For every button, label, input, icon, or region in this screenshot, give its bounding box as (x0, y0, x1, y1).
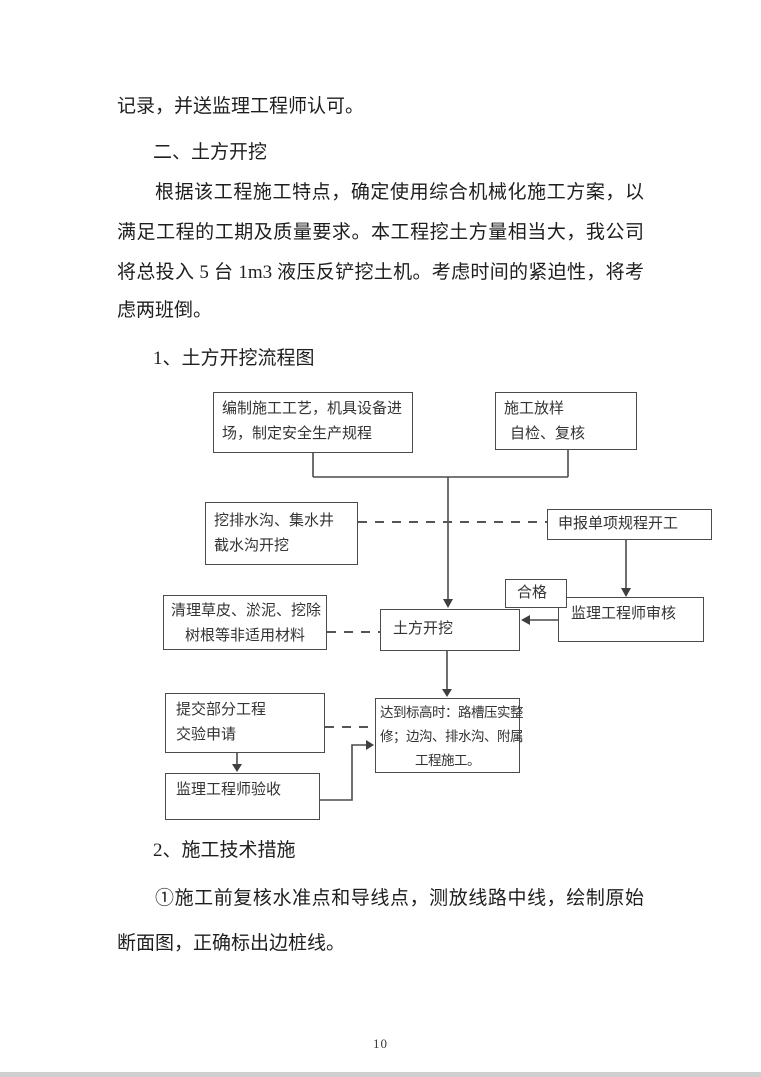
flow-box-elevation-line2: 修；边沟、排水沟、附属 (380, 729, 524, 744)
flow-box-submit-request: 提交部分工程 交验申请 (165, 693, 325, 753)
flow-box-drainage-line1: 挖排水沟、集水井 (214, 513, 335, 529)
flow-box-review-line1: 监理工程师审核 (571, 606, 677, 622)
flow-box-layout-line2: 自检、复核 (510, 426, 586, 442)
flowchart-heading: 1、土方开挖流程图 (153, 348, 315, 369)
section-heading: 二、土方开挖 (153, 142, 268, 163)
flow-box-prepare: 编制施工工艺，机具设备进 场，制定安全生产规程 (213, 392, 413, 453)
flow-box-drainage: 挖排水沟、集水井 截水沟开挖 (205, 502, 358, 565)
flow-box-clearing-line1: 清理草皮、淤泥、挖除 (171, 603, 322, 619)
measures-heading: 2、施工技术措施 (153, 840, 296, 861)
flow-box-qualified-line1: 合格 (517, 585, 548, 601)
flow-box-supervisor-acceptance: 监理工程师验收 (165, 773, 320, 820)
flow-box-excavation: 土方开挖 (380, 609, 520, 651)
flow-box-supervisor-review: 监理工程师审核 (558, 597, 704, 642)
flow-box-apply-line1: 申报单项规程开工 (558, 516, 679, 532)
paragraph-line: 满足工程的工期及质量要求。本工程挖土方量相当大，我公司 (117, 222, 644, 243)
paragraph-line: ①施工前复核水准点和导线点，测放线路中线，绘制原始 (155, 888, 644, 909)
flow-box-elevation-line1: 达到标高时：路槽压实整 (380, 705, 524, 720)
flow-box-excavation-line1: 土方开挖 (393, 621, 454, 637)
intro-line: 记录，并送监理工程师认可。 (117, 96, 365, 117)
flow-box-submit-line2: 交验申请 (176, 727, 237, 743)
flow-box-layout-check: 施工放样 自检、复核 (495, 392, 637, 450)
flow-box-submit-line1: 提交部分工程 (176, 702, 267, 718)
page-number: 10 (373, 1036, 388, 1051)
flow-box-acceptance-line1: 监理工程师验收 (176, 782, 282, 798)
paragraph-line: 断面图，正确标出边桩线。 (117, 933, 346, 954)
flow-box-drainage-line2: 截水沟开挖 (214, 538, 290, 554)
paragraph-line: 虑两班倒。 (117, 300, 213, 321)
flow-box-qualified: 合格 (505, 579, 567, 608)
flow-box-prepare-line1: 编制施工工艺，机具设备进 (222, 401, 403, 417)
page-bottom-edge (0, 1072, 761, 1077)
flow-box-elevation-line3: 工程施工。 (415, 753, 481, 768)
paragraph-line: 将总投入 5 台 1m3 液压反铲挖土机。考虑时间的紧迫性，将考 (117, 262, 644, 283)
paragraph-line: 根据该工程施工特点，确定使用综合机械化施工方案，以 (155, 182, 644, 203)
flow-box-apply-start: 申报单项规程开工 (547, 509, 712, 540)
flow-box-clearing: 清理草皮、淤泥、挖除 树根等非适用材料 (163, 595, 327, 650)
flow-box-clearing-line2: 树根等非适用材料 (184, 628, 305, 644)
flow-box-elevation-done: 达到标高时：路槽压实整 修；边沟、排水沟、附属 工程施工。 (375, 698, 524, 773)
flow-box-prepare-line2: 场，制定安全生产规程 (222, 426, 373, 442)
flow-box-layout-line1: 施工放样 (504, 401, 565, 417)
